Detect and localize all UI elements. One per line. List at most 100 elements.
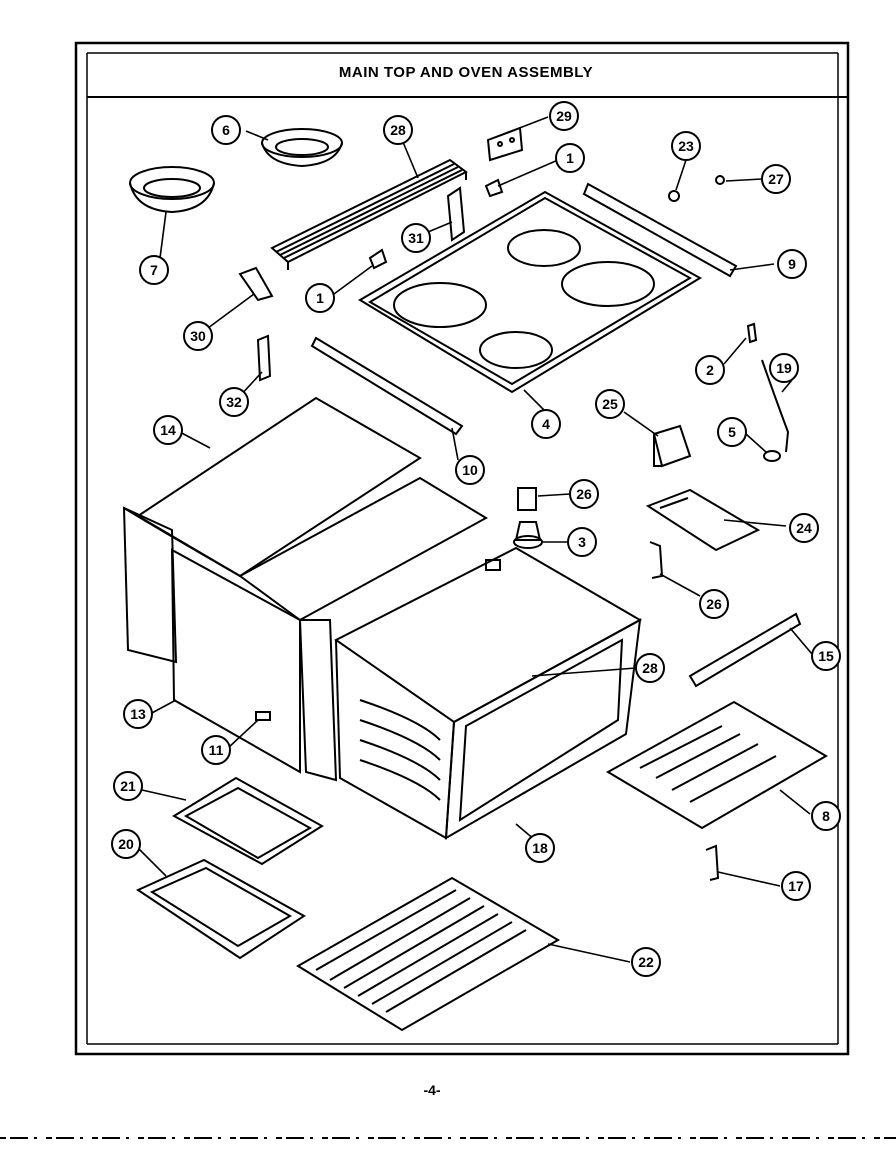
callout-23: 23: [678, 138, 694, 154]
callout-4: 4: [542, 416, 550, 432]
part-30-vent-grille: [270, 158, 468, 270]
callout-33: 31: [408, 230, 424, 246]
callout-circle: [183, 321, 213, 351]
part-23-fastener: [668, 190, 680, 202]
callout-circle: [211, 115, 241, 145]
callout-22: 22: [638, 954, 654, 970]
part-9-rail: [582, 182, 738, 278]
part-5-knob: [763, 450, 781, 462]
part-4-cooktop: [358, 190, 702, 394]
callout-7: 7: [150, 262, 158, 278]
callout-29: 27: [768, 171, 784, 187]
callout-circle: [811, 801, 841, 831]
part-26-clip: [649, 541, 664, 579]
callout-circle: [769, 353, 799, 383]
callout-circle: [717, 417, 747, 447]
callout-circle: [549, 101, 579, 131]
callout-circle: [569, 479, 599, 509]
part-29-fastener: [715, 175, 725, 185]
part-13-liner: [170, 548, 338, 782]
callout-19: 19: [776, 360, 792, 376]
callout-30: 28: [390, 122, 406, 138]
callout-28: 28: [642, 660, 658, 676]
callout-20: 20: [118, 836, 134, 852]
part-22-oven-rack: [296, 876, 560, 1032]
callout-circle: [153, 415, 183, 445]
page-number: -4-: [423, 1082, 440, 1098]
part-14-insulation: [122, 396, 489, 664]
callout-3: 3: [578, 534, 586, 550]
callout-34: 32: [226, 394, 242, 410]
callout-1-upper: 1: [566, 150, 574, 166]
callout-circle: [113, 771, 143, 801]
callout-24: 24: [796, 520, 812, 536]
callout-11: 11: [209, 742, 224, 758]
callout-circle: [811, 641, 841, 671]
part-24-tray: [645, 488, 761, 552]
callout-circle: [671, 131, 701, 161]
callout-circle: [401, 223, 431, 253]
callout-circle: [525, 833, 555, 863]
callout-circle: [305, 283, 335, 313]
callout-9: 9: [788, 256, 796, 272]
part-27-cap: [517, 487, 537, 511]
callout-31: 29: [556, 108, 572, 124]
callout-circle: [789, 513, 819, 543]
part-32-bracket: [238, 266, 274, 302]
part-17-clip: [705, 844, 720, 881]
callout-6: 6: [222, 122, 230, 138]
callout-circle: [777, 249, 807, 279]
callout-8: 8: [822, 808, 830, 824]
callout-circle: [635, 653, 665, 683]
callout-27: 26: [576, 486, 592, 502]
callout-circle: [567, 527, 597, 557]
callout-2: 2: [706, 362, 714, 378]
callout-circle: [123, 699, 153, 729]
callout-circle: [761, 164, 791, 194]
callout-26: 26: [706, 596, 722, 612]
callout-circle: [695, 355, 725, 385]
callout-circle: [219, 387, 249, 417]
callout-circle: [631, 947, 661, 977]
callout-13: 13: [130, 706, 146, 722]
callout-circle: [111, 829, 141, 859]
callout-1-lower: 1: [316, 290, 324, 306]
callout-15: 15: [818, 648, 834, 664]
callout-circle: [531, 409, 561, 439]
part-34-bracket: [256, 334, 272, 382]
callout-25: 25: [602, 396, 618, 412]
part-7-drip-bowl: [129, 166, 215, 214]
part-8-element: [605, 700, 828, 830]
callout-18: 18: [532, 840, 548, 856]
part-10-rail: [310, 336, 464, 436]
callout-14: 14: [160, 422, 176, 438]
callout-circle: [455, 455, 485, 485]
callout-10: 10: [462, 462, 478, 478]
diagram-border: [74, 41, 850, 1056]
callout-17: 17: [788, 878, 804, 894]
callout-circle: [781, 871, 811, 901]
part-3-base: [513, 521, 543, 549]
diagram-title: MAIN TOP AND OVEN ASSEMBLY: [339, 64, 593, 81]
callout-circle: [383, 115, 413, 145]
part-33-bracket: [446, 186, 466, 242]
callout-circle: [139, 255, 169, 285]
part-15-rail: [688, 612, 802, 688]
part-25-box: [652, 424, 692, 468]
callout-21: 21: [120, 778, 136, 794]
callout-5: 5: [728, 424, 736, 440]
part-19-rod: [761, 359, 790, 453]
callout-circle: [201, 735, 231, 765]
part-1-clip-upper: [484, 178, 504, 198]
callout-circle: [555, 143, 585, 173]
callout-32: 30: [190, 328, 206, 344]
part-18-oven-cavity: [334, 546, 643, 840]
part-21-rack: [172, 776, 324, 866]
part-6-drip-bowl: [261, 128, 343, 168]
part-1-clip-lower: [368, 248, 388, 270]
callout-circle: [699, 589, 729, 619]
callout-circle: [595, 389, 625, 419]
part-20-pan: [135, 858, 306, 960]
part-2-clip: [746, 322, 758, 344]
